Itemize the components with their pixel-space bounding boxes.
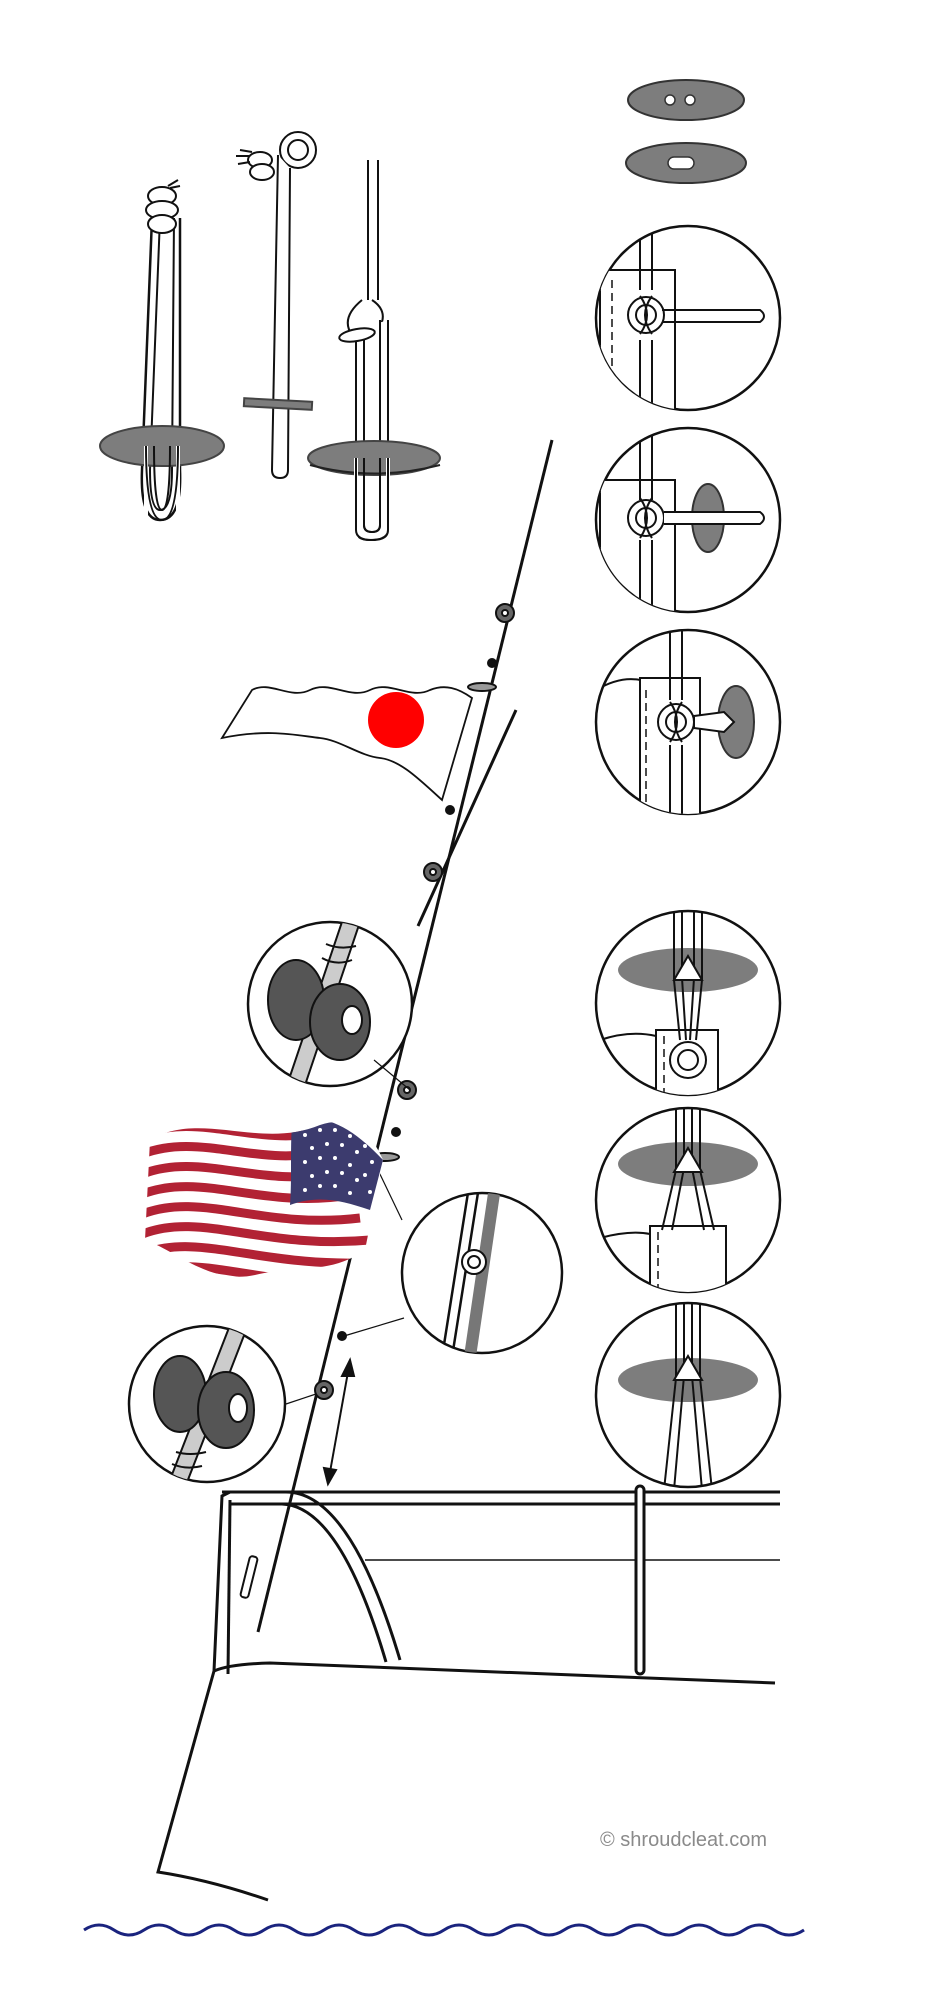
- knot-example-1: [99, 179, 225, 522]
- knot-example-3: [307, 160, 441, 542]
- knot-example-2: [236, 131, 317, 480]
- rope-knot-icon: [338, 327, 376, 343]
- adjust-arrow-icon: [322, 1357, 356, 1487]
- turnbuckle: [239, 1555, 259, 1599]
- boat-hull: [156, 1484, 780, 1902]
- detail-circle-4: [594, 909, 782, 1097]
- water-line: [83, 1923, 805, 1937]
- detail-circle-1: [594, 224, 782, 412]
- rope-knot-icon: [145, 179, 181, 234]
- detail-circle-left-3: [127, 1324, 287, 1484]
- shroud-cleat-markers: [314, 603, 515, 1400]
- japan-flag: [220, 686, 474, 802]
- rope-knot-icon: [236, 149, 275, 181]
- detail-circle-3: [594, 628, 782, 816]
- shroud-second: [416, 709, 518, 927]
- detail-circle-left-2: [400, 1191, 564, 1355]
- detail-circle-6: [594, 1301, 782, 1489]
- detail-circle-5: [594, 1106, 782, 1294]
- cleat-disc-slot: [625, 142, 747, 184]
- detail-circle-2: [594, 426, 782, 614]
- copyright-credit: © shroudcleat.com: [600, 1829, 768, 1851]
- detail-circle-left-1: [246, 920, 414, 1088]
- cleat-disc-two-holes: [627, 79, 745, 121]
- us-flag: [145, 1121, 383, 1277]
